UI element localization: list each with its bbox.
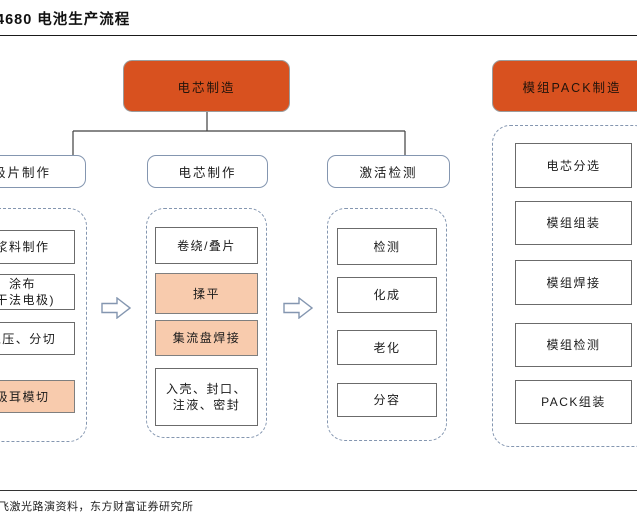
figure-title: 4680 电池生产流程 (0, 12, 131, 28)
flow-arrow-1 (101, 297, 131, 319)
node-cell-manufacturing: 电芯制造 (123, 60, 290, 112)
step-kneading-flattening: 揉平 (155, 273, 258, 314)
node-module-pack-manufacturing: 模组PACK制造 (492, 60, 637, 112)
flow-arrow-2 (283, 297, 313, 319)
header-electrode-fabrication: 极片制作 (0, 155, 86, 188)
step-testing: 检测 (337, 228, 437, 265)
step-aging: 老化 (337, 330, 437, 365)
step-casing-sealing-injection: 入壳、封口、 注液、密封 (155, 368, 258, 426)
step-slurry-making: 浆料制作 (0, 230, 75, 264)
step-module-testing: 模组检测 (515, 323, 632, 367)
header-cell-fabrication: 电芯制作 (147, 155, 268, 188)
container-cell-steps (146, 208, 267, 438)
step-module-welding: 模组焊接 (515, 260, 632, 305)
footer-divider (0, 490, 637, 491)
step-formation: 化成 (337, 277, 437, 313)
container-electrode-steps (0, 208, 87, 442)
container-module-steps (492, 125, 637, 447)
step-winding-stacking: 卷绕/叠片 (155, 227, 258, 264)
title-divider (0, 35, 637, 36)
step-tab-die-cutting: 极耳模切 (0, 380, 75, 413)
header-activation-testing: 激活检测 (327, 155, 450, 188)
source-note: 飞激光路演资料，东方财富证券研究所 (0, 501, 194, 513)
step-module-assembly: 模组组装 (515, 201, 632, 245)
connector-lines (72, 112, 406, 156)
step-roll-press-slitting: 辊压、分切 (0, 322, 75, 355)
step-collector-plate-welding: 集流盘焊接 (155, 320, 258, 356)
step-pack-assembly: PACK组装 (515, 380, 632, 424)
step-coating-dry-electrode: 涂布 (干法电极) (0, 274, 75, 310)
step-capacity-grading: 分容 (337, 383, 437, 417)
step-cell-sorting: 电芯分选 (515, 143, 632, 188)
container-activation-steps (327, 208, 447, 441)
